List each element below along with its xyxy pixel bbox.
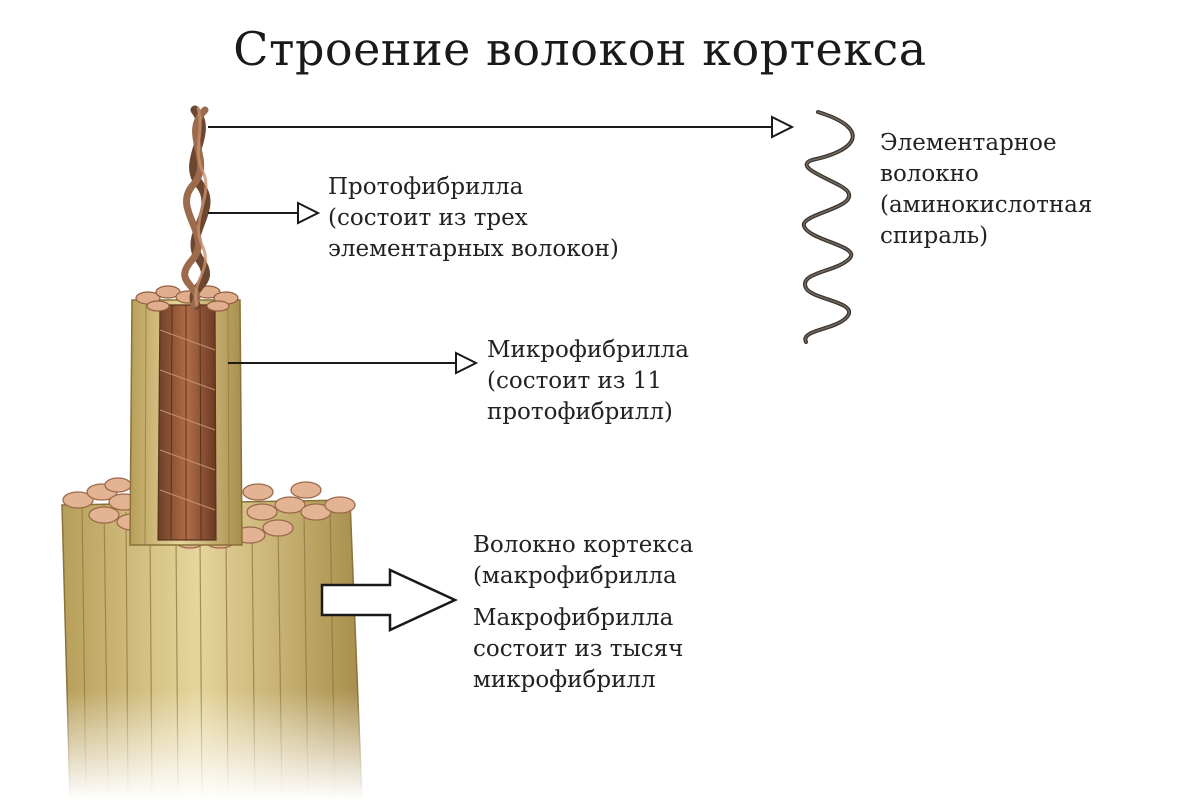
label-elementary-fiber: Элементарное волокно (аминокислотная спи… [880,128,1092,252]
callout-arrow-microfibril [228,351,479,375]
label-line: (состоит из 11 [487,368,662,394]
callout-arrow-elementary [208,115,795,139]
label-line: спираль) [880,223,989,249]
label-line: (аминокислотная [880,192,1093,218]
label-line: элементарных волокон) [328,236,619,262]
label-line: Протофибрилла [328,174,524,200]
label-cortex-fiber: Волокно кортекса (макрофибрилла [473,530,693,592]
callout-arrow-cortex-fiber [320,568,458,632]
label-line: (макрофибрилла [473,563,677,589]
label-line: Элементарное [880,130,1057,156]
label-line: (состоит из трех [328,205,528,231]
label-line: Микрофибрилла [487,337,689,363]
label-microfibril: Микрофибрилла (состоит из 11 протофибрил… [487,335,689,428]
label-line: микрофибрилл [473,667,656,693]
label-protofibril: Протофибрилла (состоит из трех элементар… [328,172,619,265]
macrofibril-bundle [55,477,375,800]
label-line: волокно [880,161,979,187]
label-line: протофибрилл) [487,399,673,425]
label-line: состоит из тысяч [473,636,684,662]
protofibril-strand [181,105,211,310]
elementary-fiber-helix [802,110,855,344]
microfibril-column [129,285,243,546]
label-line: Макрофибрилла [473,605,674,631]
callout-arrow-protofibril [208,201,321,225]
diagram-title: Строение волокон кортекса [233,22,927,76]
label-macrofibril-note: Макрофибрилла состоит из тысяч микрофибр… [473,603,683,696]
label-line: Волокно кортекса [473,532,694,558]
